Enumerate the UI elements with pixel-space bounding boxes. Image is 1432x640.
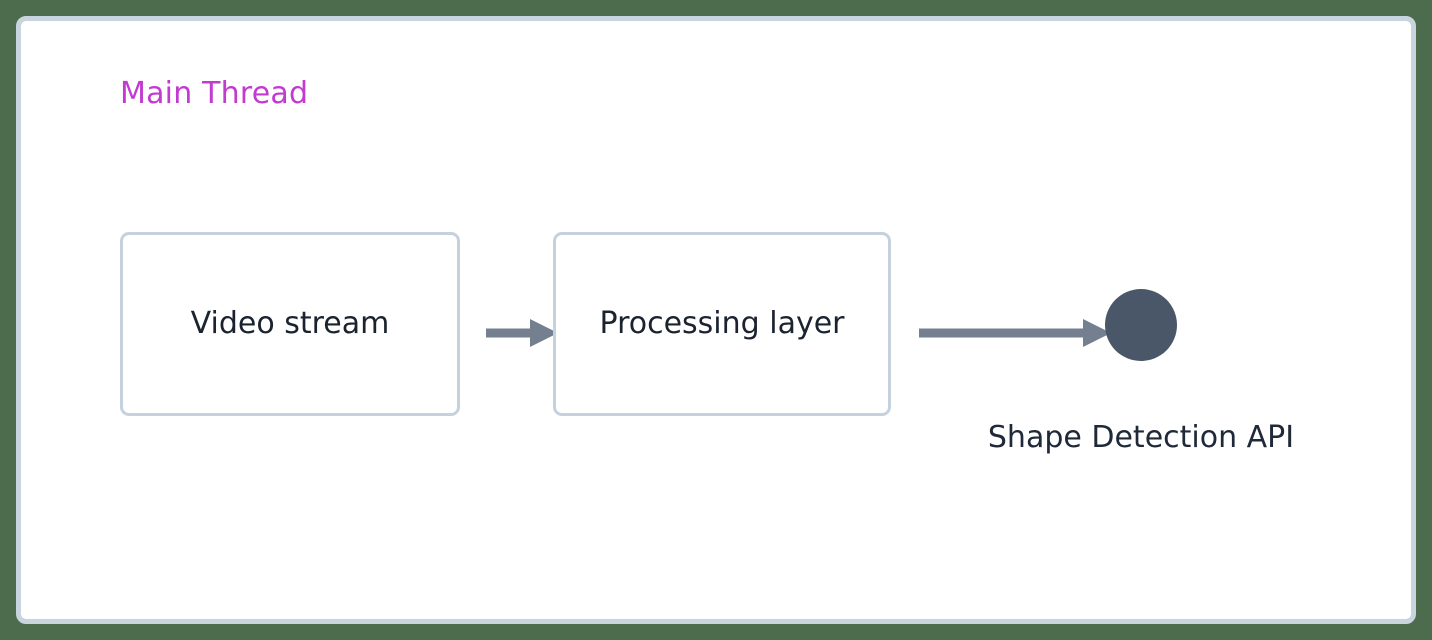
node-shape-detection-api[interactable]: [1105, 289, 1177, 361]
node-video-stream[interactable]: Video stream: [120, 232, 460, 416]
node-processing-layer[interactable]: Processing layer: [553, 232, 891, 416]
edge-processing-layer-to-shape-detection-api: [919, 319, 1111, 347]
arrowhead-icon: [1083, 319, 1111, 347]
cluster-title-main-thread: Main Thread: [120, 76, 309, 111]
arrowhead-icon: [530, 319, 558, 347]
node-video-stream-label: Video stream: [190, 306, 390, 341]
diagram-canvas-panel: Main Thread Video stream Processing laye…: [16, 16, 1416, 624]
edge-video-stream-to-processing-layer: [486, 319, 558, 347]
node-shape-detection-api-label: Shape Detection API: [987, 420, 1295, 455]
node-processing-layer-label: Processing layer: [599, 306, 845, 341]
